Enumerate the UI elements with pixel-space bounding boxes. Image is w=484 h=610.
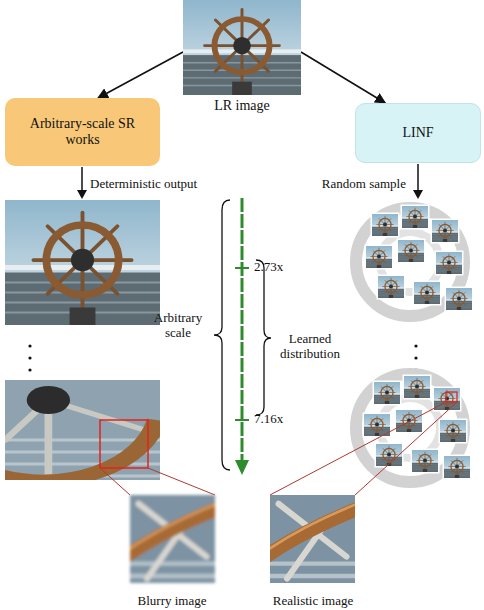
curly-brace bbox=[214, 200, 230, 470]
text-label: Learned distribution bbox=[270, 331, 350, 361]
zoom-lines bbox=[100, 468, 215, 495]
zoom-lines bbox=[270, 402, 457, 495]
down-arrow bbox=[77, 164, 423, 199]
scale-axis bbox=[235, 198, 249, 475]
distribution-cluster bbox=[356, 374, 472, 482]
flow-arrow bbox=[301, 52, 385, 103]
method-box: LINF bbox=[355, 103, 481, 163]
ellipsis-dots bbox=[414, 344, 417, 371]
sr-output-zoomed-photo bbox=[0, 380, 160, 481]
sr-output-photo bbox=[5, 200, 160, 325]
curly-brace bbox=[256, 260, 271, 415]
input-image: LR image bbox=[183, 0, 301, 114]
text-label: 2.73x bbox=[254, 259, 304, 274]
input-photo bbox=[183, 0, 301, 95]
method-box: Arbitrary-scale SR works bbox=[5, 98, 160, 166]
node-label: LINF bbox=[402, 125, 433, 141]
crop-box bbox=[100, 420, 148, 468]
realistic-crop bbox=[266, 495, 360, 583]
flow-arrow bbox=[98, 52, 183, 98]
text-label: Realistic image bbox=[258, 593, 368, 608]
text-label: Deterministic output bbox=[90, 176, 240, 191]
node-label: LR image bbox=[214, 98, 270, 114]
text-label: Blurry image bbox=[122, 593, 222, 608]
blurry-crop bbox=[126, 495, 220, 583]
text-label: Arbitrary scale bbox=[143, 310, 213, 340]
node-label: Arbitrary-scale SR works bbox=[17, 116, 148, 148]
text-label: 7.16x bbox=[254, 411, 304, 426]
crop-box bbox=[446, 392, 457, 402]
text-label: Random sample bbox=[296, 176, 406, 191]
ellipsis-dots bbox=[28, 344, 31, 371]
distribution-cluster bbox=[356, 205, 474, 317]
